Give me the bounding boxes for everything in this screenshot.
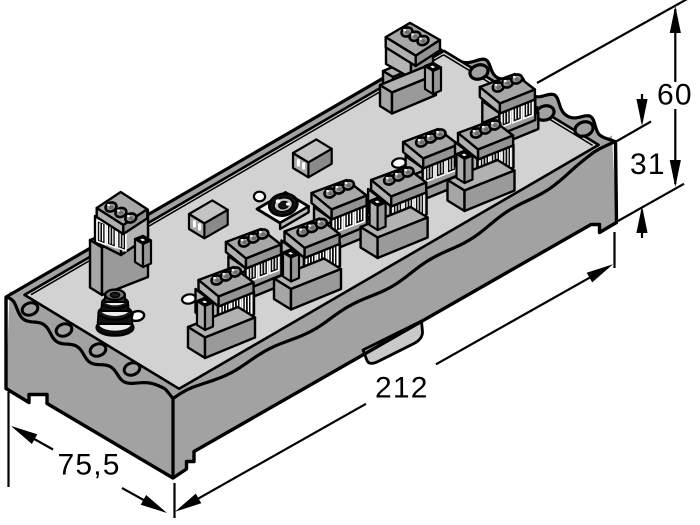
svg-text:31: 31 <box>630 148 666 181</box>
svg-text:75,5: 75,5 <box>58 449 121 482</box>
svg-text:212: 212 <box>375 372 429 405</box>
svg-text:60: 60 <box>657 79 693 112</box>
